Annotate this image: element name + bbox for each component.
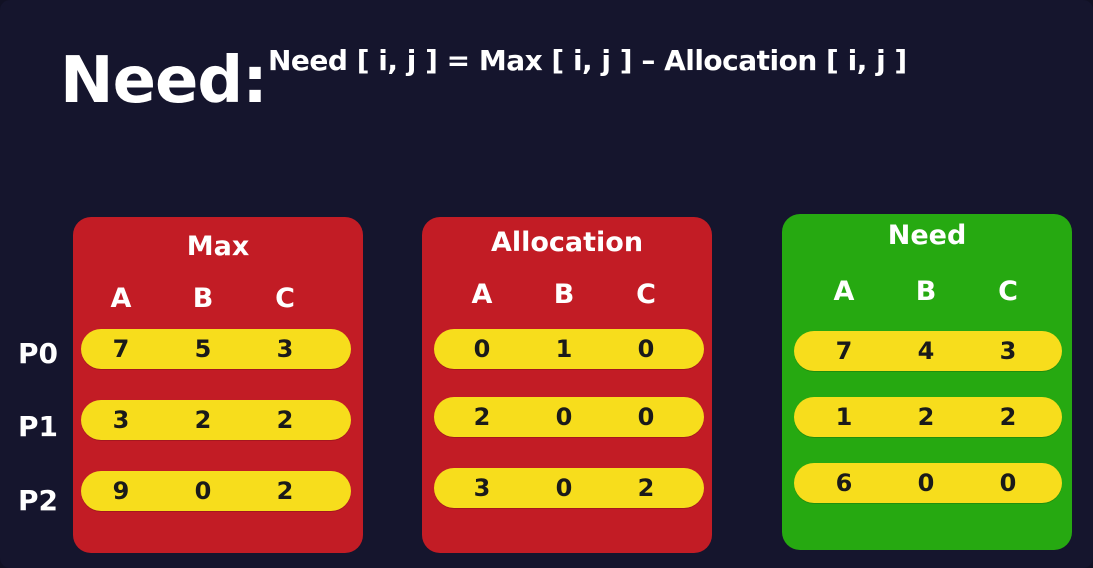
process-label-p1: P1 [18, 410, 59, 443]
allocation-matrix-panel: Allocation A B C 0 1 0 2 0 0 3 0 2 [422, 217, 712, 553]
max-row-p1: 3 2 2 [81, 400, 351, 440]
max-matrix-panel: Max A B C 7 5 3 3 2 2 9 0 2 [73, 217, 363, 553]
need-column-b: B [915, 276, 937, 307]
allocation-matrix-title: Allocation [490, 227, 644, 258]
need-formula: Need [ i, j ] = Max [ i, j ] – Allocatio… [268, 44, 907, 77]
max-row-p2: 9 0 2 [81, 471, 351, 511]
allocation-cell: 0 [555, 403, 573, 431]
max-row-p0: 7 5 3 [81, 329, 351, 369]
need-matrix-title: Need [887, 220, 967, 251]
need-column-c: C [998, 276, 1018, 307]
max-cell: 3 [112, 406, 130, 434]
need-cell: 1 [835, 403, 853, 431]
max-cell: 2 [276, 477, 294, 505]
need-row-p2: 6 0 0 [794, 463, 1062, 503]
need-matrix-panel: Need A B C 7 4 3 1 2 2 6 0 0 [782, 214, 1072, 550]
allocation-cell: 2 [473, 403, 491, 431]
need-cell: 0 [917, 469, 935, 497]
need-cell: 2 [999, 403, 1017, 431]
max-cell: 2 [194, 406, 212, 434]
allocation-cell: 0 [637, 335, 655, 363]
max-cell: 7 [112, 335, 130, 363]
allocation-cell: 0 [473, 335, 491, 363]
allocation-cell: 3 [473, 474, 491, 502]
allocation-column-c: C [636, 279, 656, 310]
need-cell: 0 [999, 469, 1017, 497]
need-cell: 3 [999, 337, 1017, 365]
need-cell: 4 [917, 337, 935, 365]
allocation-cell: 2 [637, 474, 655, 502]
need-cell: 2 [917, 403, 935, 431]
heading: Need: [60, 44, 268, 118]
max-matrix-title: Max [186, 231, 250, 262]
allocation-column-a: A [471, 279, 493, 310]
max-cell: 3 [276, 335, 294, 363]
max-cell: 0 [194, 477, 212, 505]
allocation-cell: 0 [555, 474, 573, 502]
process-label-p2: P2 [18, 484, 59, 517]
allocation-column-b: B [553, 279, 575, 310]
allocation-cell: 1 [555, 335, 573, 363]
need-row-p1: 1 2 2 [794, 397, 1062, 437]
max-cell: 5 [194, 335, 212, 363]
max-column-a: A [110, 283, 132, 314]
max-column-c: C [275, 283, 295, 314]
max-column-b: B [192, 283, 214, 314]
need-column-a: A [833, 276, 855, 307]
allocation-row-p0: 0 1 0 [434, 329, 704, 369]
need-cell: 6 [835, 469, 853, 497]
allocation-row-p1: 2 0 0 [434, 397, 704, 437]
process-label-p0: P0 [18, 337, 59, 370]
need-cell: 7 [835, 337, 853, 365]
need-row-p0: 7 4 3 [794, 331, 1062, 371]
max-cell: 2 [276, 406, 294, 434]
allocation-row-p2: 3 0 2 [434, 468, 704, 508]
allocation-cell: 0 [637, 403, 655, 431]
max-cell: 9 [112, 477, 130, 505]
